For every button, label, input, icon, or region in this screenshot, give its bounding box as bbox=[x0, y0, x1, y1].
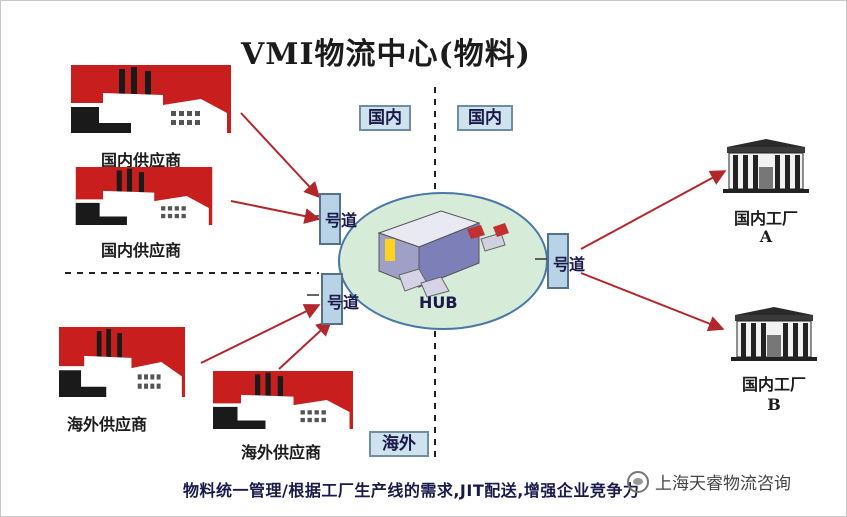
factory-icon-supplier-4 bbox=[213, 371, 353, 429]
hub-label: HUB bbox=[419, 293, 458, 312]
footer-caption: 物料统一管理/根据工厂生产线的需求,JIT配送,增强企业竞争力 bbox=[183, 481, 640, 500]
dock-inbound-overseas-label: 号道 bbox=[327, 293, 360, 312]
plant-b-building-icon bbox=[731, 307, 817, 361]
zone-tag-overseas: 海外 bbox=[369, 431, 429, 457]
dock-inbound-domestic-label: 号道 bbox=[325, 211, 358, 230]
plant-b-name: 国内工厂 bbox=[741, 375, 806, 394]
arrow-to-plant-a bbox=[580, 170, 727, 250]
dock-outbound bbox=[547, 233, 569, 289]
factory-icon-supplier-2 bbox=[65, 167, 223, 225]
dock-inbound-overseas bbox=[321, 273, 343, 325]
plant-a-code: A bbox=[759, 227, 773, 246]
arrow-supplier-3 bbox=[200, 304, 321, 364]
supplier-4-label: 海外供应商 bbox=[241, 443, 322, 462]
zone-tag-domestic-right: 国内 bbox=[457, 105, 513, 131]
dock-inbound-domestic bbox=[319, 193, 341, 245]
dock-outbound-label: 号道 bbox=[553, 255, 586, 274]
plant-b-code: B bbox=[767, 395, 781, 414]
supplier-1-label: 国内供应商 bbox=[101, 151, 182, 170]
watermark: 上海天睿物流咨询 bbox=[627, 469, 791, 494]
arrow-supplier-1 bbox=[240, 112, 321, 199]
arrow-supplier-4 bbox=[278, 319, 333, 370]
zone-tag-domestic-left: 国内 bbox=[359, 105, 411, 131]
factory-icon-supplier-3 bbox=[59, 327, 185, 397]
diagram-title: VMI物流中心(物料) bbox=[241, 37, 531, 72]
supplier-3-label: 海外供应商 bbox=[67, 415, 148, 434]
arrow-supplier-2 bbox=[230, 200, 321, 224]
factory-icon-supplier-1 bbox=[71, 65, 231, 133]
arrow-to-plant-b bbox=[580, 272, 725, 332]
watermark-text: 上海天睿物流咨询 bbox=[655, 474, 791, 494]
supplier-2-label: 国内供应商 bbox=[101, 241, 182, 260]
warehouse-icon bbox=[377, 210, 509, 298]
plant-a-building-icon bbox=[723, 139, 809, 193]
wechat-icon bbox=[627, 470, 649, 493]
plant-a-name: 国内工厂 bbox=[733, 209, 798, 228]
